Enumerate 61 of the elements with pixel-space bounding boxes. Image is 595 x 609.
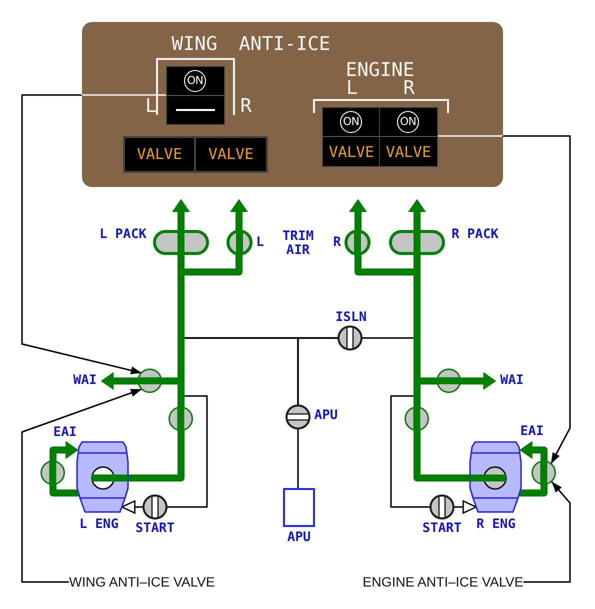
valve-label: L PACK xyxy=(100,228,146,242)
valve-icon xyxy=(436,368,462,394)
switch-legend: ON xyxy=(397,111,419,133)
air-duct xyxy=(414,430,470,482)
air-duct-arrow xyxy=(50,441,79,462)
leader-arrow xyxy=(21,94,166,374)
duct-line xyxy=(297,428,299,488)
annunciator-light: VALVE xyxy=(123,136,196,173)
valve-icon xyxy=(168,406,194,432)
valve-label: ISLN xyxy=(335,311,367,325)
valve-label: R PACK xyxy=(452,228,498,242)
duct-line xyxy=(166,395,208,508)
annunciator-light: VALVE xyxy=(194,136,268,173)
air-duct-arrow xyxy=(460,372,496,390)
callout-label: WING ANTI–ICE VALVE xyxy=(69,574,215,590)
duct-label: WAI xyxy=(496,374,528,388)
duct-label: WAI xyxy=(69,374,101,388)
valve-label: L xyxy=(256,236,264,250)
valve-icon xyxy=(137,368,163,394)
leader-arrow xyxy=(438,135,571,464)
valve-label: APU xyxy=(314,409,338,423)
leader-arrow xyxy=(523,481,571,583)
push-button-switch xyxy=(379,107,438,167)
air-duct xyxy=(50,484,78,496)
panel-label: R xyxy=(240,96,252,116)
panel-label: R xyxy=(403,78,415,98)
engine-label: R ENG xyxy=(476,518,516,532)
valve-icon xyxy=(40,460,66,486)
valve-icon xyxy=(404,406,430,432)
air-duct-arrow xyxy=(172,199,190,230)
callout-label: ENGINE ANTI–ICE VALVE xyxy=(362,574,524,590)
push-button-switch xyxy=(166,66,225,125)
annunciator-text: VALVE xyxy=(386,144,432,160)
air-duct-arrow xyxy=(408,199,426,230)
valve-icon xyxy=(531,460,557,486)
duct-line xyxy=(390,395,430,508)
air-duct-arrow xyxy=(519,441,548,462)
air-duct xyxy=(520,484,548,496)
panel-label: WING ANTI-ICE xyxy=(172,34,330,54)
duct-arrow xyxy=(121,500,144,514)
air-duct xyxy=(128,430,184,482)
switch-legend: ON xyxy=(184,70,206,92)
engine-label: L ENG xyxy=(79,518,119,532)
duct-label: TRIM AIR xyxy=(282,230,314,258)
control-panel xyxy=(82,22,503,187)
push-button-switch xyxy=(322,107,381,167)
air-duct-arrow xyxy=(349,199,367,230)
panel-label: L xyxy=(145,96,157,116)
valve-label: START xyxy=(135,522,175,536)
annunciator-text: VALVE xyxy=(328,144,374,160)
valve-label: START xyxy=(422,522,462,536)
air-duct-arrow xyxy=(230,199,248,230)
panel-label: L xyxy=(346,78,358,98)
switch-legend: ON xyxy=(340,111,362,133)
valve-label: R xyxy=(333,236,341,250)
duct-line xyxy=(297,337,338,406)
unit-label: APU xyxy=(287,531,311,545)
duct-arrow xyxy=(454,500,477,514)
air-duct-arrow xyxy=(100,372,138,390)
leader-arrow xyxy=(21,388,142,583)
panel-label: ENGINE xyxy=(346,60,414,80)
